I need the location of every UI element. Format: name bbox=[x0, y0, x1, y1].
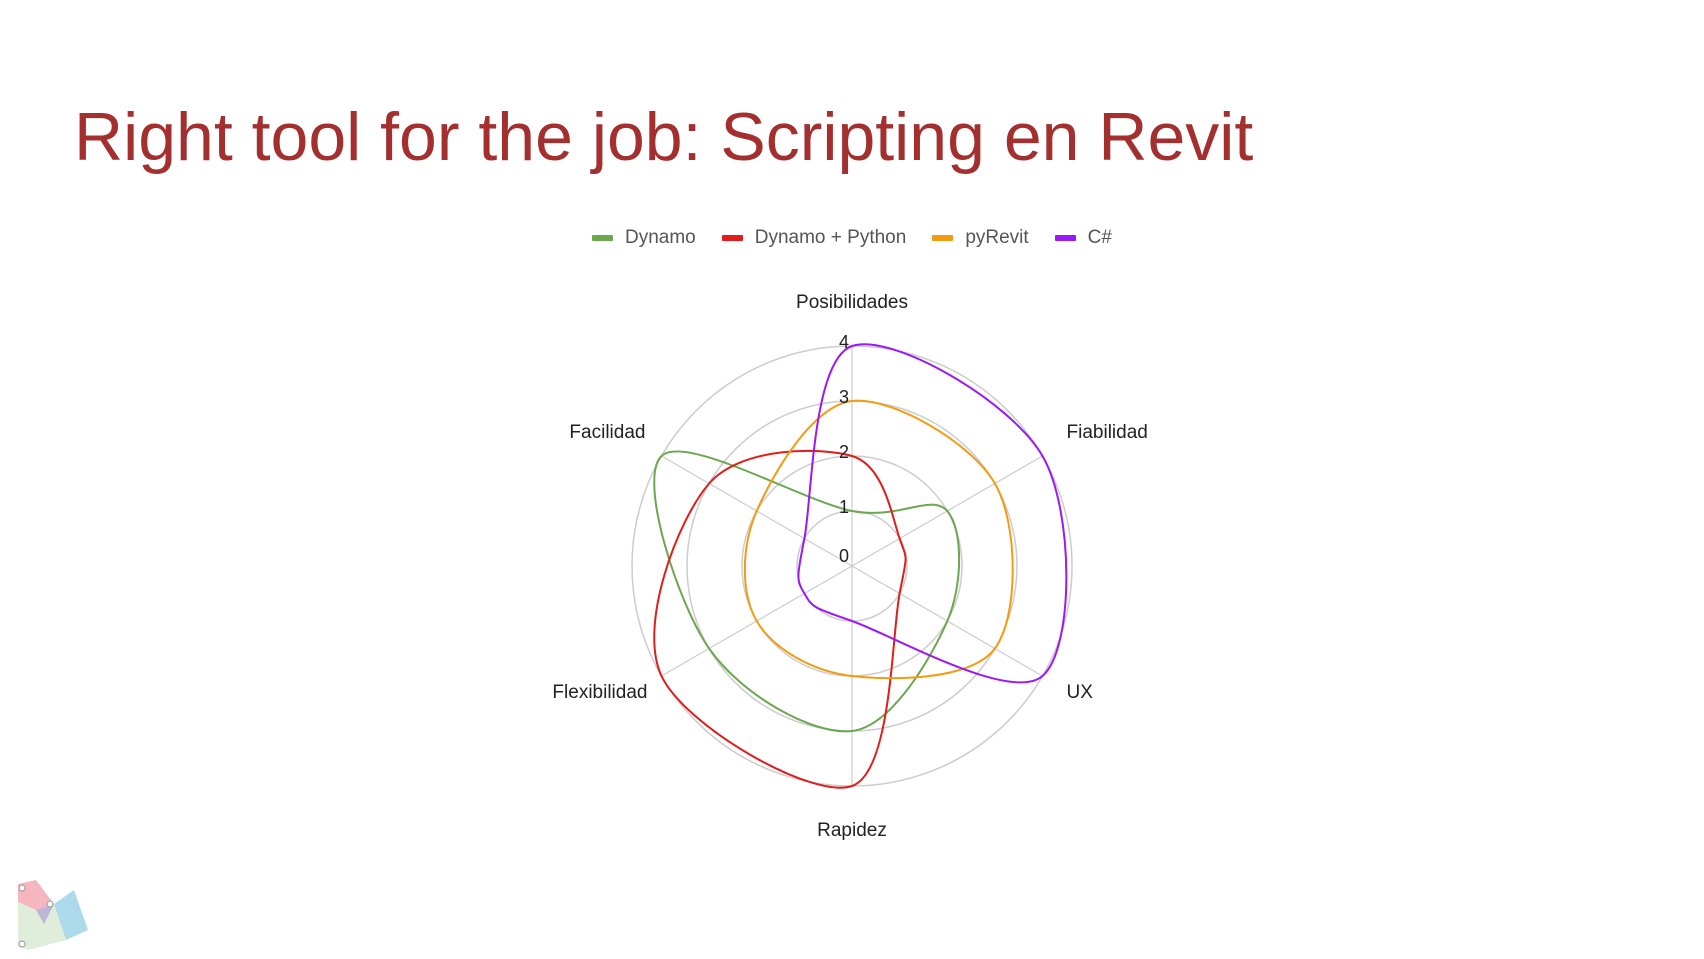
tick-label: 1 bbox=[839, 497, 849, 517]
axis-label: UX bbox=[1067, 682, 1094, 703]
legend-item: Dynamo + Python bbox=[721, 227, 907, 249]
chart-legend: Dynamo Dynamo + Python pyRevit C# bbox=[592, 227, 1112, 249]
legend-item: pyRevit bbox=[932, 227, 1029, 249]
series-line bbox=[653, 450, 961, 733]
dynamo-logo bbox=[18, 880, 88, 950]
legend-label: pyRevit bbox=[965, 227, 1029, 248]
legend-label: Dynamo + Python bbox=[754, 227, 907, 248]
legend-swatch bbox=[932, 235, 954, 241]
series-line bbox=[797, 343, 1068, 684]
legend-swatch bbox=[1054, 235, 1076, 241]
axis-label: Fiabilidad bbox=[1067, 422, 1148, 443]
series-line bbox=[653, 449, 907, 789]
axis-label: Facilidad bbox=[569, 422, 645, 443]
legend-label: Dynamo bbox=[625, 227, 696, 248]
axis-label: Posibilidades bbox=[796, 292, 908, 313]
radar-series bbox=[653, 343, 1068, 789]
tick-label: 4 bbox=[839, 332, 849, 352]
series-line bbox=[743, 399, 1014, 680]
slide-title: Right tool for the job: Scripting en Rev… bbox=[74, 99, 1254, 175]
legend-item: C# bbox=[1054, 227, 1112, 249]
legend-swatch bbox=[592, 235, 613, 241]
legend-item: Dynamo bbox=[592, 227, 696, 249]
legend-label: C# bbox=[1087, 227, 1112, 248]
radar-axes bbox=[661, 346, 1043, 786]
axis-label: Flexibilidad bbox=[552, 682, 647, 703]
axis-label: Rapidez bbox=[817, 820, 887, 841]
legend-swatch bbox=[721, 235, 743, 241]
tick-label: 2 bbox=[839, 442, 849, 462]
tick-label: 3 bbox=[839, 387, 849, 407]
tick-label: 0 bbox=[839, 546, 849, 566]
radar-ticks: 0 1 2 3 4 bbox=[839, 332, 849, 566]
